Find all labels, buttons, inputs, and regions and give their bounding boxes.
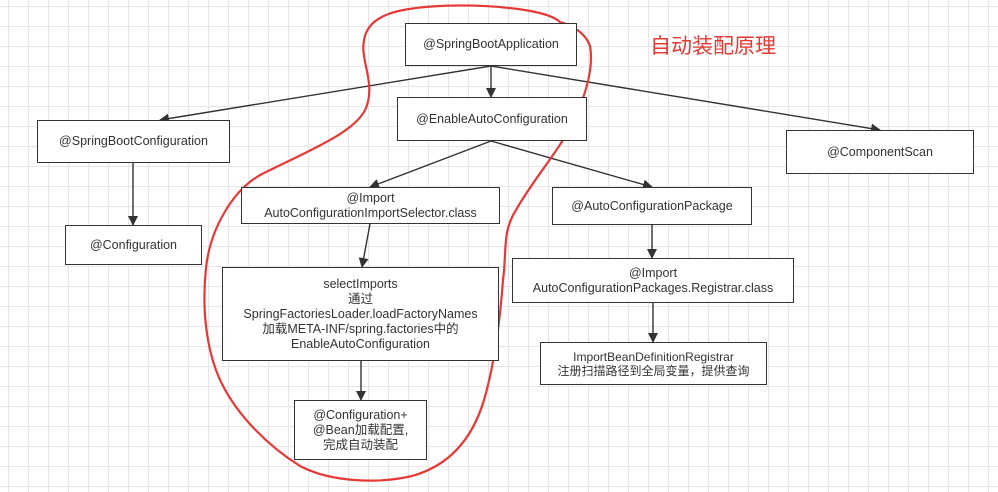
node-label: @SpringBootConfiguration <box>59 134 208 149</box>
highlight-circle <box>203 4 593 482</box>
arrow-enableauto-to-autopackage <box>490 140 653 190</box>
node-autoconfigurationpackage: @AutoConfigurationPackage <box>552 187 752 225</box>
node-label-line: @SpringBootApplication <box>423 37 559 51</box>
node-label-line: 加载META-INF/spring.factories中的 <box>262 321 459 336</box>
node-label-line: 通过 <box>347 291 373 306</box>
node-label-line: AutoConfigurationImportSelector.class <box>264 205 477 220</box>
node-label: @EnableAutoConfiguration <box>416 112 568 127</box>
node-label-line: @ComponentScan <box>827 144 933 159</box>
node-label-line: @EnableAutoConfiguration <box>416 111 568 126</box>
node-label: @AutoConfigurationPackage <box>571 199 732 214</box>
arrow-importselector-to-selectimports <box>358 223 371 268</box>
node-label-line: @Configuration+ <box>313 407 408 422</box>
node-label-line: @AutoConfigurationPackage <box>571 198 733 213</box>
node-label-line: @Bean加载配置, <box>312 422 409 437</box>
node-componentscan: @ComponentScan <box>786 130 974 174</box>
node-label-line: selectImports <box>323 276 398 291</box>
node-label-line: @Import <box>346 190 395 205</box>
node-label: @Configuration+@Bean加载配置,完成自动装配 <box>313 408 408 453</box>
node-label-line: @SpringBootConfiguration <box>59 134 208 148</box>
node-configuration: @Configuration <box>65 225 202 265</box>
node-label-line: ImportBeanDefinitionRegistrar <box>573 349 734 364</box>
node-label-line: 完成自动装配 <box>322 437 398 452</box>
node-label-line: EnableAutoConfiguration <box>291 336 430 351</box>
node-springbootconfiguration: @SpringBootConfiguration <box>37 120 230 163</box>
node-label-line: @Configuration <box>89 237 178 252</box>
node-label-line: SpringFactoriesLoader.loadFactoryNames <box>243 306 478 321</box>
diagram-title: 自动装配原理 <box>650 34 776 58</box>
node-label-line: 注册扫描路径到全局变量，提供查询 <box>557 363 750 378</box>
node-springbootapplication: @SpringBootApplication <box>405 23 577 66</box>
arrow-enableauto-to-importselector <box>369 140 492 189</box>
node-label: @Configuration <box>90 238 177 253</box>
node-label-line: AutoConfigurationPackages.Registrar.clas… <box>532 280 774 295</box>
node-label: @ComponentScan <box>827 145 933 160</box>
arrow-app-to-springbootconfig <box>159 65 492 124</box>
node-label-line: @Import <box>628 265 678 280</box>
node-configuration-bean: @Configuration+@Bean加载配置,完成自动装配 <box>294 400 427 460</box>
arrow-app-to-componentscan <box>490 65 881 134</box>
node-enableautoconfiguration: @EnableAutoConfiguration <box>397 97 587 141</box>
node-label: @SpringBootApplication <box>423 37 559 52</box>
